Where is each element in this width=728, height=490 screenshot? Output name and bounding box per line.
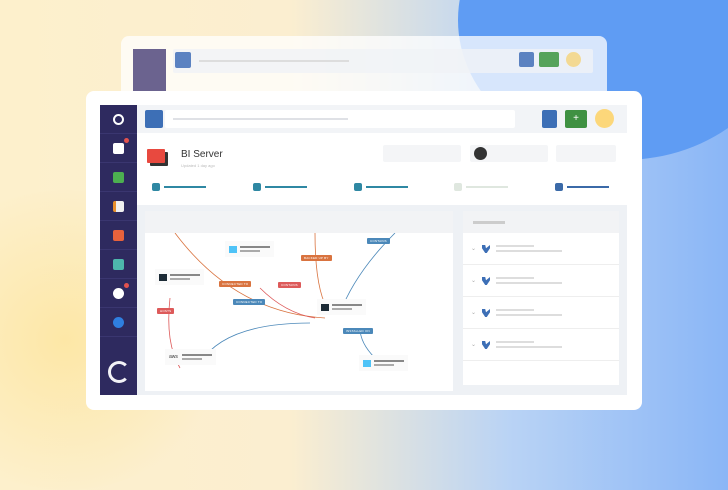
page-title: BI Server <box>181 149 223 160</box>
edge-label: INSTALLED ON <box>343 328 373 334</box>
chevron-down-icon[interactable]: ⌄ <box>471 278 477 284</box>
folder-icon <box>363 359 371 367</box>
app-icon <box>113 316 124 328</box>
panel-header <box>463 211 619 233</box>
sidebar-item-computers[interactable] <box>100 134 137 163</box>
graph-node[interactable] <box>155 269 204 285</box>
document-icon <box>113 200 124 212</box>
topbar: + <box>137 105 627 133</box>
graph-node[interactable]: aws <box>165 349 216 365</box>
list-item[interactable]: ⌄ <box>463 329 619 361</box>
menu-button[interactable] <box>145 110 163 128</box>
owner-avatar <box>474 147 487 160</box>
chevron-down-icon[interactable]: ⌄ <box>471 310 477 316</box>
search-input[interactable] <box>165 110 515 128</box>
tab-5[interactable] <box>555 183 609 191</box>
sidebar <box>100 105 137 395</box>
sidebar-item-app[interactable] <box>100 308 137 337</box>
database-icon <box>113 229 124 241</box>
notification-badge <box>124 283 129 288</box>
org-card[interactable] <box>383 145 461 162</box>
settings-icon <box>113 287 124 299</box>
share-icon <box>147 149 165 163</box>
page-subtitle: Updated 1 day ago <box>181 163 215 168</box>
info-button[interactable] <box>542 110 557 128</box>
tab-1[interactable] <box>152 183 206 191</box>
tab-3[interactable] <box>354 183 408 191</box>
graph-node[interactable] <box>317 299 366 315</box>
owner-card[interactable] <box>470 145 548 162</box>
hierarchy-icon <box>482 341 490 349</box>
chevron-down-icon[interactable]: ⌄ <box>471 342 477 348</box>
add-button[interactable]: + <box>565 110 587 128</box>
computer-icon <box>113 142 124 154</box>
relationship-graph[interactable]: CONNECTED TO BACKED UP BY CONTAINS CONTA… <box>145 211 453 391</box>
sidebar-item-windows[interactable] <box>100 163 137 192</box>
hierarchy-icon <box>482 277 490 285</box>
tab-4[interactable] <box>454 183 508 191</box>
sidebar-item-dashboard[interactable] <box>100 105 137 134</box>
edge-label: CONNECTED TO <box>219 281 252 287</box>
edge-label: CONNECTED TO <box>233 299 266 305</box>
graph-node[interactable] <box>225 241 274 257</box>
list-item[interactable]: ⌄ <box>463 297 619 329</box>
package-icon <box>113 258 124 270</box>
edge-label: BACKED UP BY <box>301 255 332 261</box>
edge-label: CONTAINS <box>278 282 301 288</box>
edge-label: CONTAINS <box>367 238 390 244</box>
sidebar-item-database[interactable] <box>100 221 137 250</box>
sidebar-item-settings[interactable] <box>100 279 137 308</box>
windows-icon <box>113 171 124 183</box>
tab-2[interactable] <box>253 183 307 191</box>
hierarchy-icon <box>482 309 490 317</box>
avatar[interactable] <box>595 109 614 128</box>
list-item[interactable]: ⌄ <box>463 233 619 265</box>
hierarchy-icon <box>482 245 490 253</box>
brand-logo-icon <box>108 361 130 383</box>
edge-label: HOSTS <box>157 308 175 314</box>
chevron-down-icon[interactable]: ⌄ <box>471 246 477 252</box>
graph-node[interactable] <box>359 355 408 371</box>
details-panel: ⌄ ⌄ ⌄ ⌄ <box>463 211 619 385</box>
server-icon <box>321 303 329 311</box>
notification-badge <box>124 138 129 143</box>
dashboard-icon <box>113 113 124 125</box>
server-icon <box>159 273 167 281</box>
aws-icon: aws <box>169 353 178 360</box>
app-window: + BI Server Updated 1 day ago <box>86 91 642 410</box>
page-header: BI Server Updated 1 day ago <box>137 133 627 203</box>
graph-header <box>145 211 453 233</box>
sidebar-item-documents[interactable] <box>100 192 137 221</box>
back-topbar <box>173 49 593 73</box>
content-area: CONNECTED TO BACKED UP BY CONTAINS CONTA… <box>137 205 627 395</box>
sidebar-item-packages[interactable] <box>100 250 137 279</box>
folder-icon <box>229 245 237 253</box>
edit-settings-card[interactable] <box>556 145 616 162</box>
list-item[interactable]: ⌄ <box>463 265 619 297</box>
